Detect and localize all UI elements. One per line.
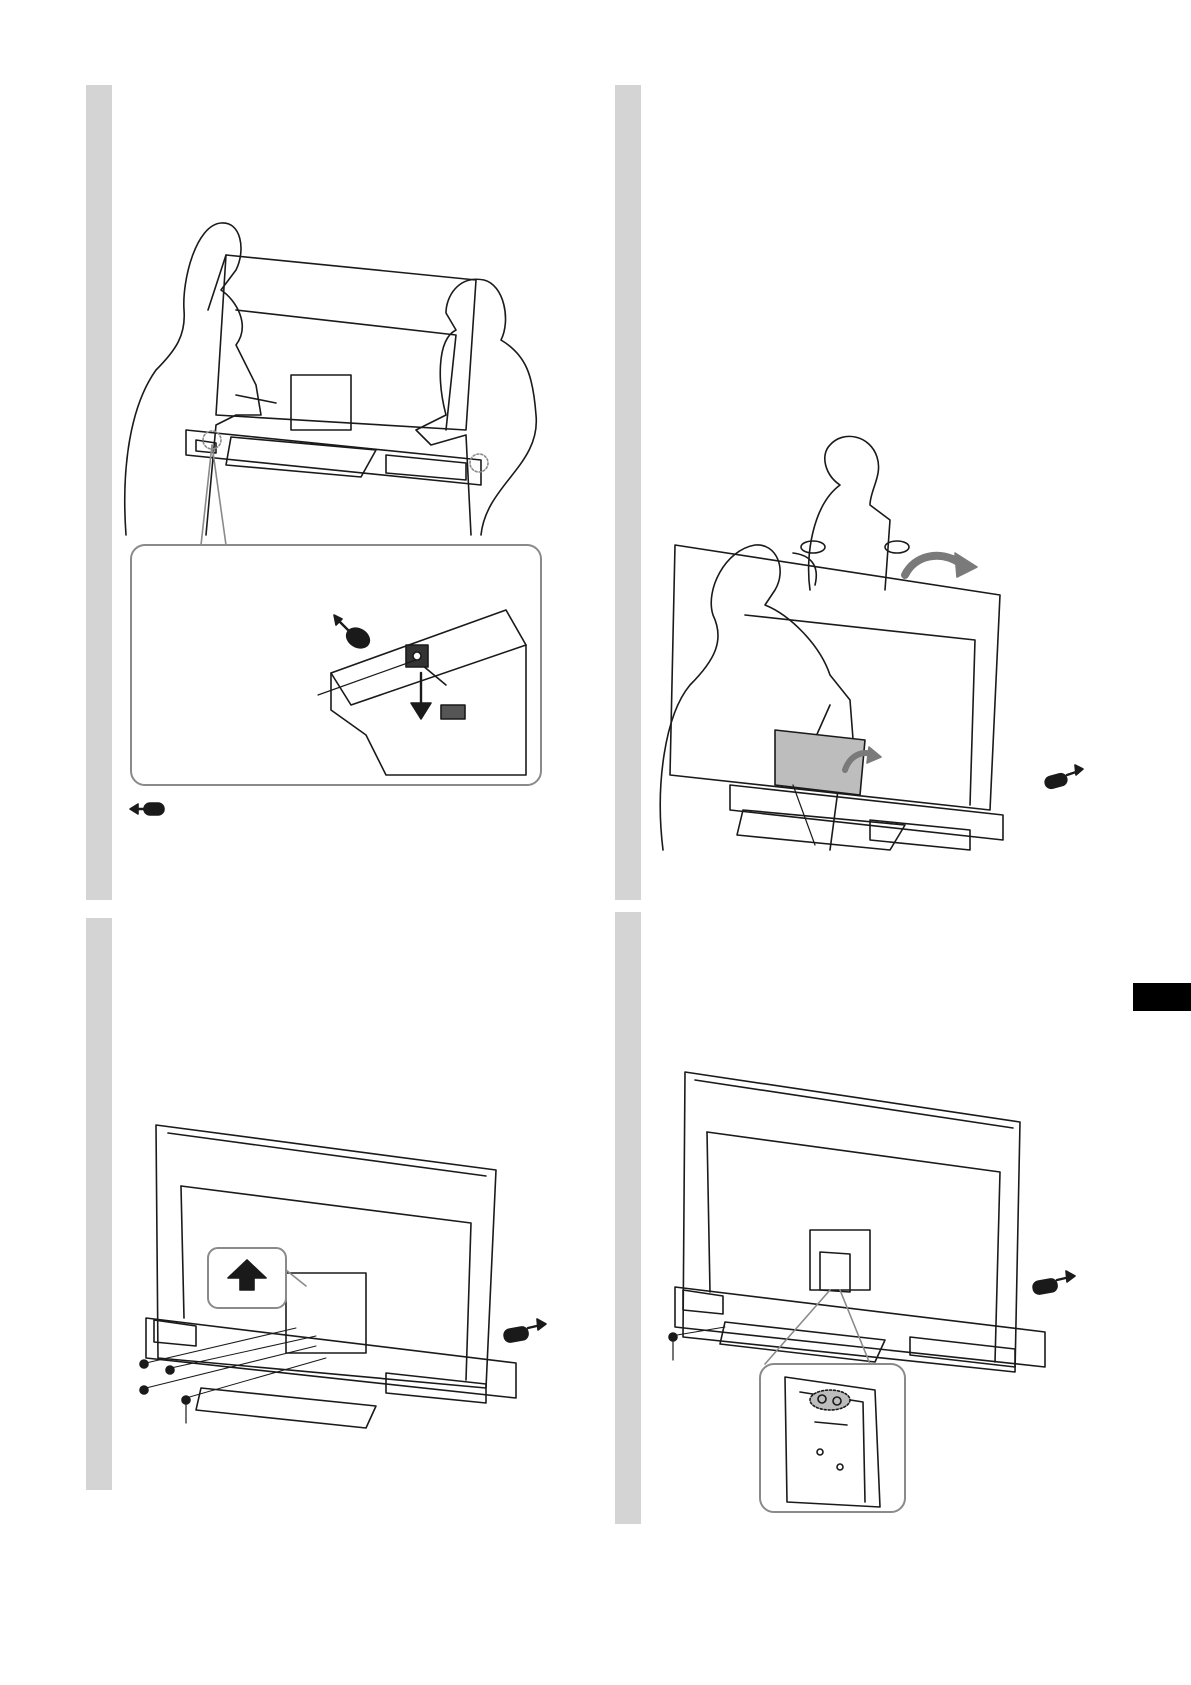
tool-pointer-icon xyxy=(334,615,373,652)
tool-pointer-icon xyxy=(503,1319,546,1343)
up-arrow-icon xyxy=(208,1248,306,1308)
illustration-lift-tv-onto-stand xyxy=(86,85,596,900)
step-panel-lift-tv-up xyxy=(615,85,1125,900)
step-panel-fasten-screws xyxy=(86,918,596,1490)
magnified-callout-icon xyxy=(131,545,541,785)
curved-arrow-icon xyxy=(845,553,977,770)
tv-rear-icon xyxy=(186,255,481,485)
tool-pointer-icon xyxy=(1044,765,1083,790)
two-person-silhouette-icon xyxy=(125,223,537,535)
tv-rear-icon xyxy=(146,1125,516,1428)
tool-pointer-icon xyxy=(130,803,164,815)
illustration-fasten-screws xyxy=(86,918,596,1490)
tv-rear-icon xyxy=(675,1072,1045,1372)
step-panel-attach-bracket-screw xyxy=(615,912,1125,1524)
screw-icon xyxy=(140,1328,326,1423)
tool-pointer-icon xyxy=(1032,1271,1075,1295)
magnified-callout-icon xyxy=(760,1364,905,1512)
step-panel-lift-tv-onto-stand xyxy=(86,85,596,900)
downward-arrow-icon xyxy=(411,673,431,719)
section-tab-marker xyxy=(1133,983,1191,1011)
illustration-attach-bracket-screw xyxy=(615,912,1125,1524)
illustration-lift-tv-up xyxy=(615,85,1125,900)
